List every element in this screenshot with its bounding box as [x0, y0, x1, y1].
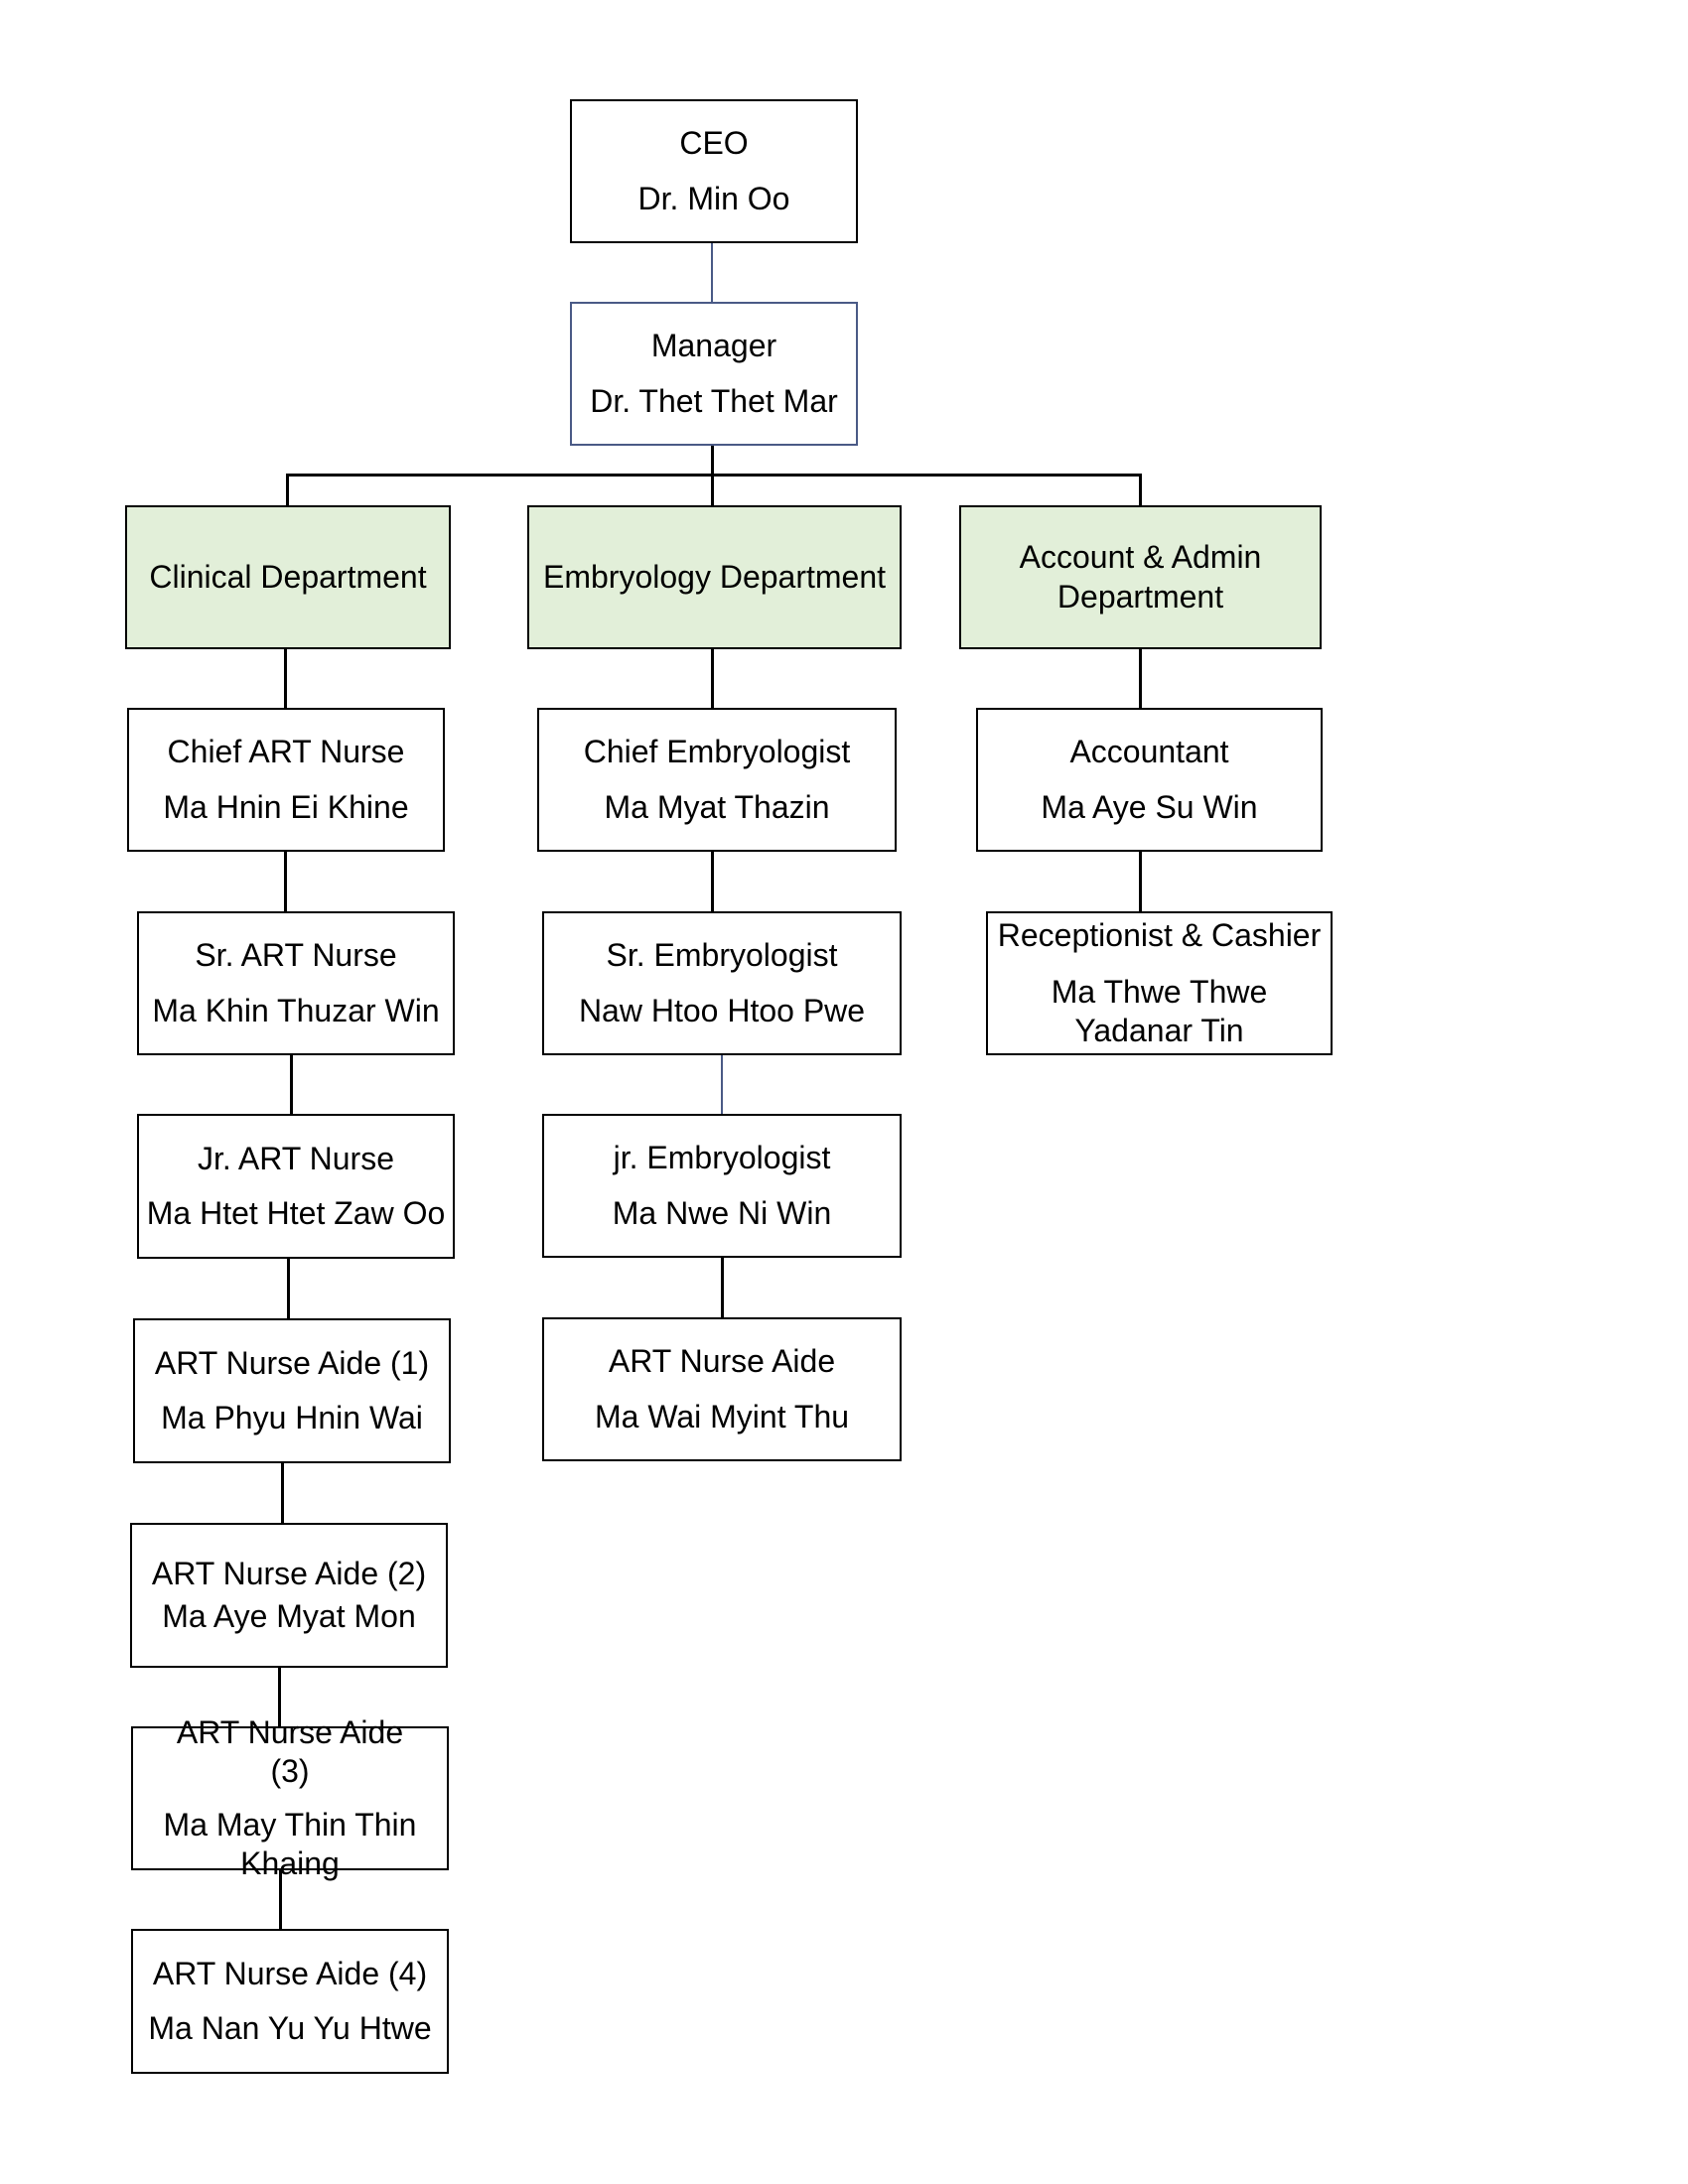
person-name: Ma Hnin Ei Khine	[163, 788, 409, 825]
manager-name: Dr. Thet Thet Mar	[590, 382, 838, 419]
person-name: Ma Khin Thuzar Win	[152, 992, 440, 1028]
position-role: ART Nurse Aide (3)	[176, 1714, 404, 1790]
connector-clinical-6	[278, 1667, 281, 1726]
person-name: Ma Phyu Hnin Wai	[161, 1400, 423, 1435]
connector-clinical-7	[279, 1869, 282, 1929]
position-role: Sr. ART Nurse	[195, 937, 397, 974]
department-embryology: Embryology Department	[527, 505, 902, 649]
position-box: ART Nurse Aide (2) Ma Aye Myat Mon	[130, 1523, 448, 1668]
connector-bus-clinical	[286, 474, 289, 506]
connector-manager-branch	[711, 445, 714, 477]
department-clinical: Clinical Department	[125, 505, 451, 649]
connector-clinical-2	[284, 852, 287, 911]
position-box: jr. Embryologist Ma Nwe Ni Win	[542, 1114, 902, 1258]
position-role: ART Nurse Aide	[608, 1343, 836, 1380]
connector-ceo-manager	[711, 243, 713, 302]
position-box: Chief ART Nurse Ma Hnin Ei Khine	[127, 708, 445, 852]
person-name: Ma May Thin Thin Khaing	[163, 1806, 417, 1881]
position-role: ART Nurse Aide (4)	[152, 1955, 428, 1991]
position-role: jr. Embryologist	[613, 1140, 831, 1176]
position-role: Accountant	[1069, 734, 1229, 770]
position-box: Jr. ART Nurse Ma Htet Htet Zaw Oo	[137, 1114, 455, 1259]
connector-clinical-3	[290, 1054, 293, 1114]
person-name: Ma Htet Htet Zaw Oo	[146, 1195, 446, 1231]
manager-role: Manager	[650, 328, 777, 364]
connector-embryology-4	[721, 1258, 724, 1317]
ceo-name: Dr. Min Oo	[637, 180, 790, 216]
department-label: Clinical Department	[149, 558, 427, 595]
position-box: ART Nurse Aide (1) Ma Phyu Hnin Wai	[133, 1318, 451, 1463]
person-name: Ma Aye Su Win	[1041, 788, 1258, 825]
manager-box: Manager Dr. Thet Thet Mar	[570, 302, 858, 446]
person-name: Ma Aye Myat Mon	[162, 1598, 416, 1634]
position-box: Sr. Embryologist Naw Htoo Htoo Pwe	[542, 911, 902, 1055]
position-box: Accountant Ma Aye Su Win	[976, 708, 1323, 852]
person-name: Ma Myat Thazin	[604, 788, 830, 825]
person-name: Ma Nan Yu Yu Htwe	[148, 2010, 432, 2046]
position-role: Chief ART Nurse	[167, 734, 405, 770]
person-name: Ma Nwe Ni Win	[612, 1194, 832, 1231]
connector-clinical-1	[284, 648, 287, 708]
person-name: Ma Thwe Thwe Yadanar Tin	[1051, 973, 1268, 1049]
connector-embryology-3	[721, 1054, 723, 1114]
person-name: Naw Htoo Htoo Pwe	[578, 992, 866, 1028]
connector-admin-2	[1139, 852, 1142, 911]
connector-bus-admin	[1139, 474, 1142, 506]
connector-clinical-5	[281, 1463, 284, 1523]
connector-bus-embryology	[711, 474, 714, 506]
connector-admin-1	[1139, 648, 1142, 708]
position-role: ART Nurse Aide (1)	[154, 1344, 430, 1381]
department-label: Embryology Department	[542, 558, 887, 595]
position-box: ART Nurse Aide Ma Wai Myint Thu	[542, 1317, 902, 1461]
position-box: Chief Embryologist Ma Myat Thazin	[537, 708, 897, 852]
position-box: Receptionist & Cashier Ma Thwe Thwe Yada…	[986, 911, 1333, 1055]
connector-clinical-4	[287, 1258, 290, 1318]
position-box: ART Nurse Aide (4) Ma Nan Yu Yu Htwe	[131, 1929, 449, 2074]
position-box: Sr. ART Nurse Ma Khin Thuzar Win	[137, 911, 455, 1055]
ceo-box: CEO Dr. Min Oo	[570, 99, 858, 243]
position-box: ART Nurse Aide (3) Ma May Thin Thin Khai…	[131, 1714, 449, 1881]
position-role: Jr. ART Nurse	[198, 1140, 394, 1176]
position-role: ART Nurse Aide (2)	[151, 1555, 427, 1591]
department-label: Account & Admin Department	[1019, 539, 1262, 614]
department-account-admin: Account & Admin Department	[959, 505, 1322, 649]
connector-embryology-1	[711, 648, 714, 708]
connector-dept-bus	[286, 474, 1142, 477]
position-role: Receptionist & Cashier	[997, 916, 1322, 953]
connector-embryology-2	[711, 852, 714, 911]
ceo-role: CEO	[679, 125, 749, 162]
person-name: Ma Wai Myint Thu	[594, 1398, 850, 1434]
position-role: Sr. Embryologist	[606, 937, 838, 974]
position-role: Chief Embryologist	[583, 734, 851, 770]
